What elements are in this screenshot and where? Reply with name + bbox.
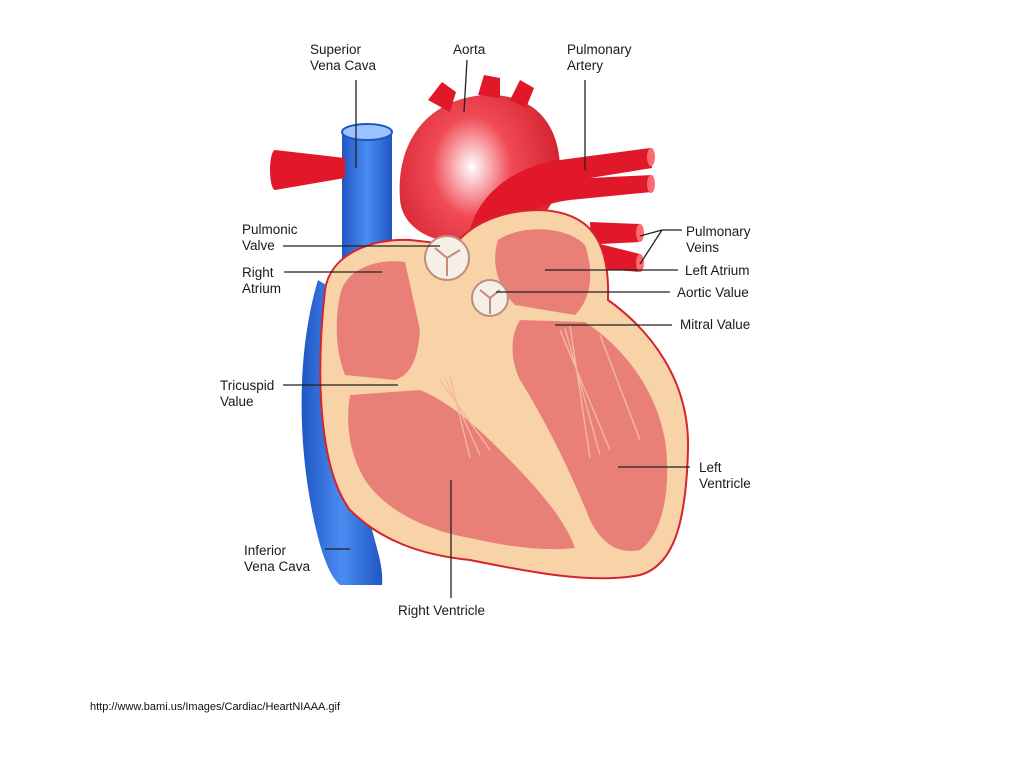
pulmonary-artery-shape [470, 148, 652, 260]
aorta-top-branch-2 [478, 75, 500, 98]
chordae-right [439, 375, 491, 459]
aortic-arch-shape [399, 95, 560, 300]
aorta-top-branch-1 [428, 82, 456, 112]
right-atrium-chamber [336, 261, 420, 380]
label-left-ventricle: Left Ventricle [699, 460, 751, 491]
label-superior-vena-cava: Superior Vena Cava [310, 42, 377, 73]
label-mitral-value: Mitral Value [680, 317, 751, 332]
label-pulmonary-veins: Pulmonary Veins [686, 224, 751, 255]
label-aortic-value: Aortic Value [677, 285, 749, 300]
label-right-atrium: Right Atrium [242, 265, 282, 296]
label-left-atrium: Left Atrium [685, 263, 750, 278]
chordae-left [559, 325, 641, 459]
left-artery-branch [275, 150, 345, 190]
pulmonary-artery-end-2 [647, 175, 655, 193]
aorta-top-branch-3 [510, 80, 534, 108]
label-tricuspid-value: Tricuspid Value [220, 378, 275, 409]
label-right-ventricle: Right Ventricle [398, 603, 486, 618]
left-artery-branch-end [270, 150, 280, 190]
left-ventricle-chamber [512, 320, 668, 551]
pulmonic-valve-leaflets [434, 247, 461, 276]
left-atrium-chamber [495, 229, 591, 315]
pulmonary-artery-end-1 [647, 148, 655, 166]
label-aorta: Aorta [453, 42, 486, 57]
septum [461, 318, 601, 552]
label-inferior-vena-cava: Inferior Vena Cava [244, 543, 311, 574]
source-url: http://www.bami.us/Images/Cardiac/HeartN… [90, 701, 341, 713]
right-ventricle-chamber [348, 390, 575, 550]
pulmonary-vein-end-1 [636, 224, 644, 242]
superior-vena-cava-opening [341, 123, 393, 141]
label-pulmonary-artery: Pulmonary Artery [567, 42, 632, 73]
superior-vena-cava-shape [342, 132, 392, 265]
label-pulmonic-valve: Pulmonic Valve [242, 222, 298, 253]
leader-lines [283, 59, 690, 598]
aortic-valve-leaflets [479, 289, 501, 314]
